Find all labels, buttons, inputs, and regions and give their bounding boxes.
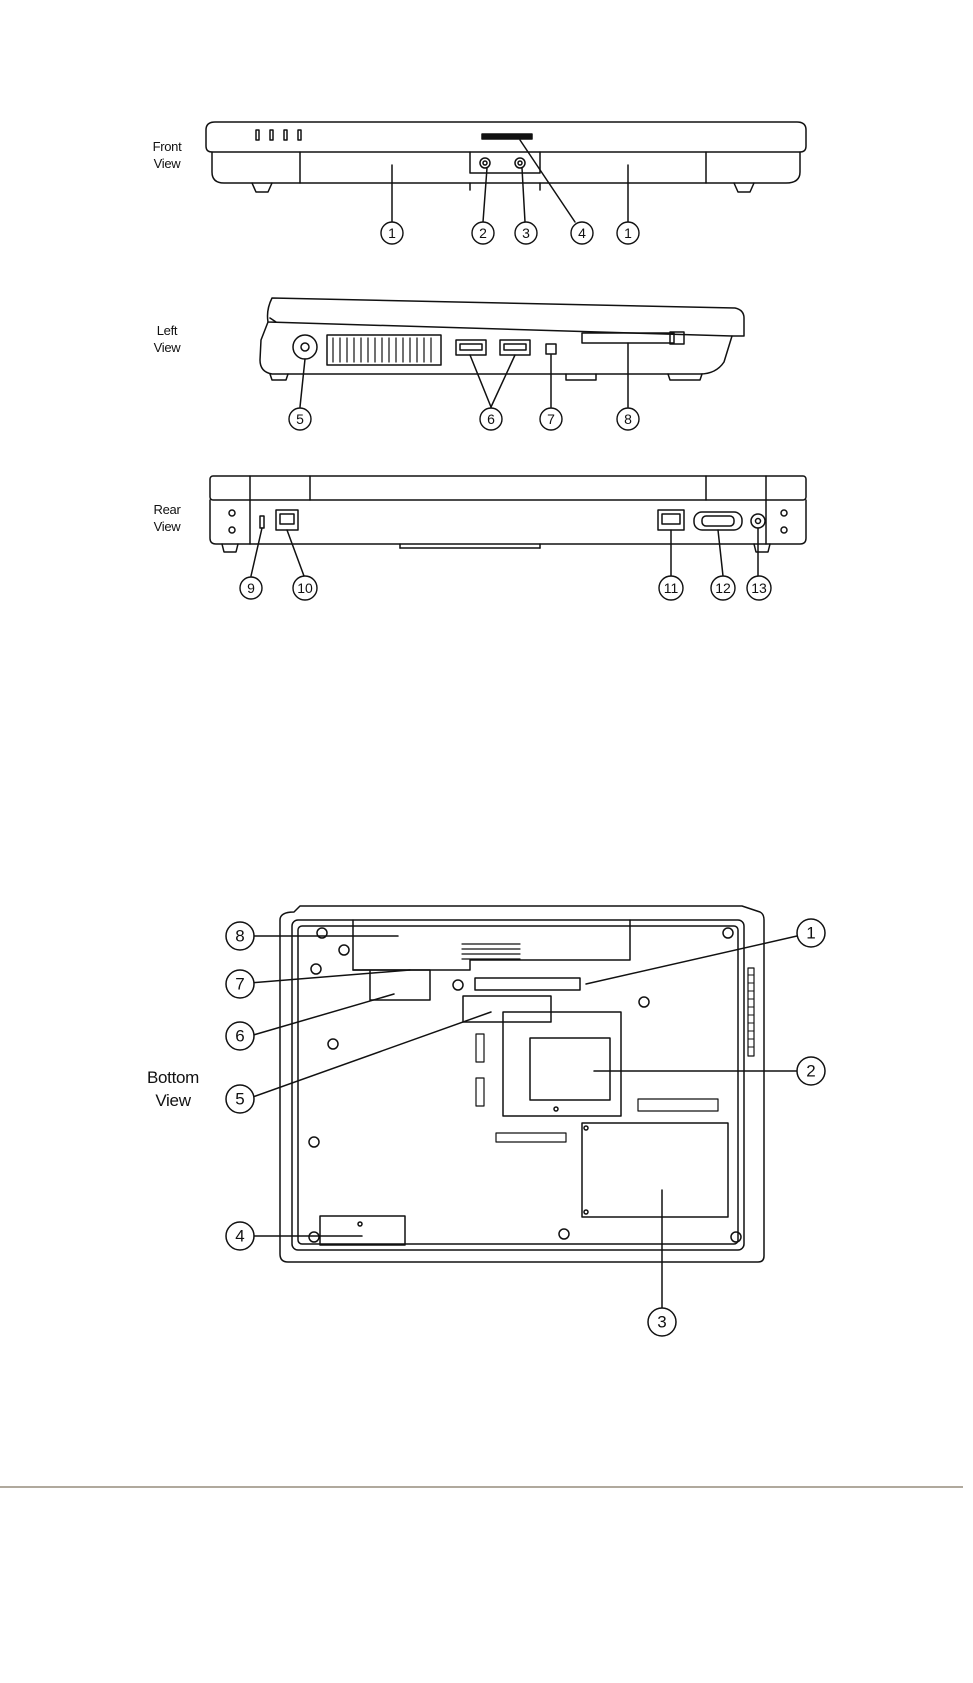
svg-text:8: 8: [235, 927, 244, 946]
callout-marker: 7: [225, 969, 255, 999]
front-view-label: Front View: [145, 138, 189, 172]
svg-text:1: 1: [624, 225, 632, 241]
rear-view-label-line1: Rear: [153, 502, 181, 517]
callout-marker: 10: [292, 575, 318, 601]
svg-text:5: 5: [235, 1090, 244, 1109]
front-callouts: 1 2 3 4 1: [380, 221, 640, 245]
bottom-view-label: Bottom View: [133, 1066, 213, 1112]
svg-text:5: 5: [296, 411, 304, 427]
callout-marker: 1: [616, 221, 640, 245]
svg-text:4: 4: [578, 225, 586, 241]
callout-marker: 8: [225, 921, 255, 951]
callout-marker: 1: [380, 221, 404, 245]
callout-marker: 4: [570, 221, 594, 245]
svg-text:6: 6: [487, 411, 495, 427]
callout-marker: 6: [225, 1021, 255, 1051]
svg-text:1: 1: [806, 924, 815, 943]
left-view-drawing: [259, 297, 745, 408]
callout-marker: 6: [479, 407, 503, 431]
bottom-view-drawing: [248, 905, 798, 1319]
svg-text:12: 12: [715, 580, 731, 596]
callout-marker: 1: [796, 918, 826, 948]
svg-text:3: 3: [657, 1313, 666, 1332]
svg-text:9: 9: [247, 580, 255, 596]
bottom-view-label-line2: View: [155, 1091, 191, 1110]
callout-marker: 3: [514, 221, 538, 245]
bottom-view-label-line1: Bottom: [146, 1068, 200, 1087]
horizontal-divider: [0, 1486, 963, 1488]
callout-marker: 11: [658, 575, 684, 601]
svg-text:1: 1: [388, 225, 396, 241]
svg-text:2: 2: [479, 225, 487, 241]
svg-text:13: 13: [751, 580, 767, 596]
svg-text:6: 6: [235, 1027, 244, 1046]
callout-marker: 12: [710, 575, 736, 601]
callout-marker: 9: [239, 576, 263, 600]
rear-callouts: 9 10 11 12 13: [239, 575, 772, 601]
callout-marker: 13: [746, 575, 772, 601]
callout-marker: 5: [288, 407, 312, 431]
svg-text:4: 4: [235, 1227, 244, 1246]
left-callouts: 5 6 7 8: [288, 407, 640, 431]
front-view-label-line2: View: [153, 156, 181, 171]
svg-text:8: 8: [624, 411, 632, 427]
svg-text:2: 2: [806, 1062, 815, 1081]
callout-marker: 5: [225, 1084, 255, 1114]
svg-text:11: 11: [664, 580, 679, 596]
callout-marker: 3: [647, 1307, 677, 1337]
callout-marker: 7: [539, 407, 563, 431]
svg-text:3: 3: [522, 225, 530, 241]
front-view-label-line1: Front: [152, 139, 182, 154]
left-view-label-line1: Left: [156, 323, 178, 338]
callout-marker: 4: [225, 1221, 255, 1251]
svg-text:7: 7: [235, 975, 244, 994]
svg-text:7: 7: [547, 411, 555, 427]
left-view-label-line2: View: [153, 340, 181, 355]
front-view-drawing: [205, 121, 807, 223]
rear-view-label-line2: View: [153, 519, 181, 534]
rear-view-label: Rear View: [145, 501, 189, 535]
left-view-label: Left View: [145, 322, 189, 356]
callout-marker: 2: [796, 1056, 826, 1086]
svg-text:10: 10: [297, 580, 313, 596]
callout-marker: 2: [471, 221, 495, 245]
bottom-callouts: 1 2 3 4 5 6 7 8: [225, 918, 826, 1337]
callout-marker: 8: [616, 407, 640, 431]
rear-view-drawing: [209, 475, 807, 577]
